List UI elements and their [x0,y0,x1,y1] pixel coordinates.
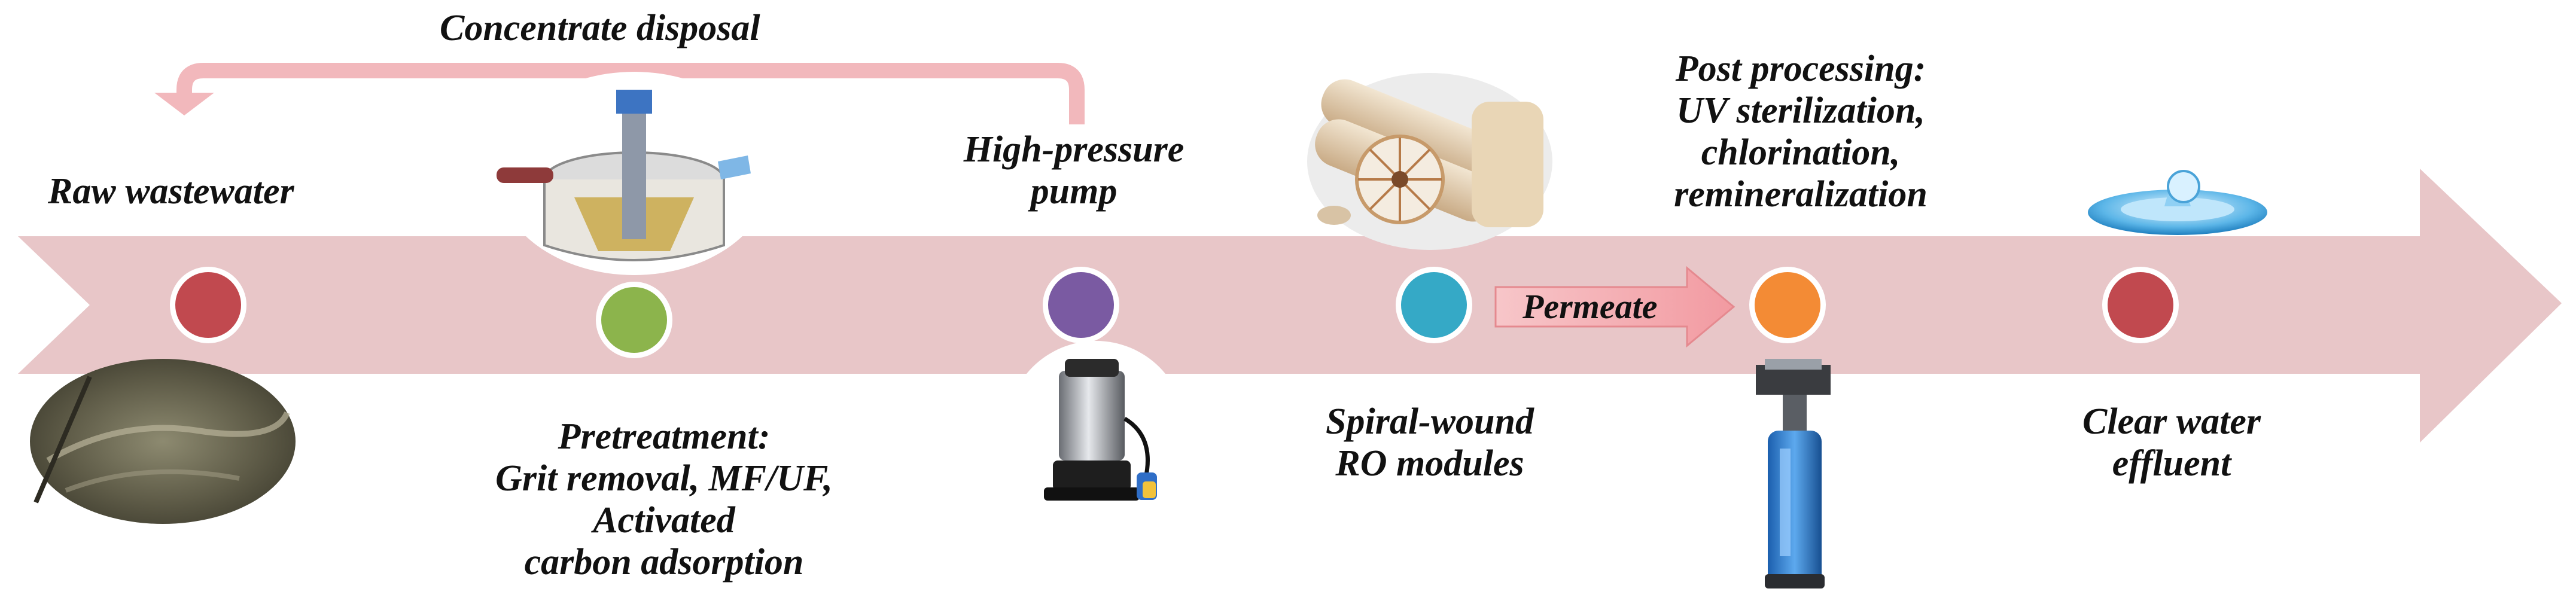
concentrate-return-arrowhead [154,93,214,115]
lblPost-line-0: Post processing: [1675,48,1926,89]
submersible-pump-picture [1006,341,1186,520]
raw-wastewater-label: Raw wastewater [48,171,294,212]
lblPre-line-3: carbon adsorption [524,542,804,583]
concentrate-disposal-label: Concentrate disposal [440,8,760,48]
ro-modules-picture [1307,73,1552,250]
lblPre-line-1: Grit removal, MF/UF, [495,458,833,499]
node-raw [175,272,241,338]
permeate-arrow [1494,266,1735,348]
node-effluent [2108,272,2173,338]
lblPre-line-2: Activated [593,500,735,541]
lblPump-line-1: pump [1030,171,1118,212]
pretreatment-label: Pretreatment:Grit removal, MF/UF,Activat… [479,416,849,583]
lblEff-line-0: Clear water [2082,401,2261,442]
lblPre-line-0: Pretreatment: [558,416,771,457]
node-pump [1048,272,1114,338]
raw-wastewater-picture [30,359,296,524]
clarifier-tank-picture [497,72,772,275]
lblRO-line-1: RO modules [1335,443,1524,484]
node-ro [1401,272,1467,338]
permeate-label: Permeate [1523,287,1658,326]
lblPost-line-1: UV sterilization, [1676,90,1925,131]
lblPost-line-2: chlorination, [1701,132,1901,173]
water-splash-picture [2088,170,2267,235]
lblPost-line-3: remineralization [1674,174,1928,215]
concentrate-return-arrow [176,63,1085,124]
node-pretreatment [601,287,667,353]
lblPump-line-0: High-pressure [963,129,1185,170]
uv-sterilizer-picture [1741,359,1846,610]
node-post [1755,272,1820,338]
lblRO-line-0: Spiral-wound [1325,401,1534,442]
post-processing-label: Post processing:UV sterilization,chlorin… [1615,48,1986,215]
lblEff-line-1: effluent [2112,443,2231,484]
